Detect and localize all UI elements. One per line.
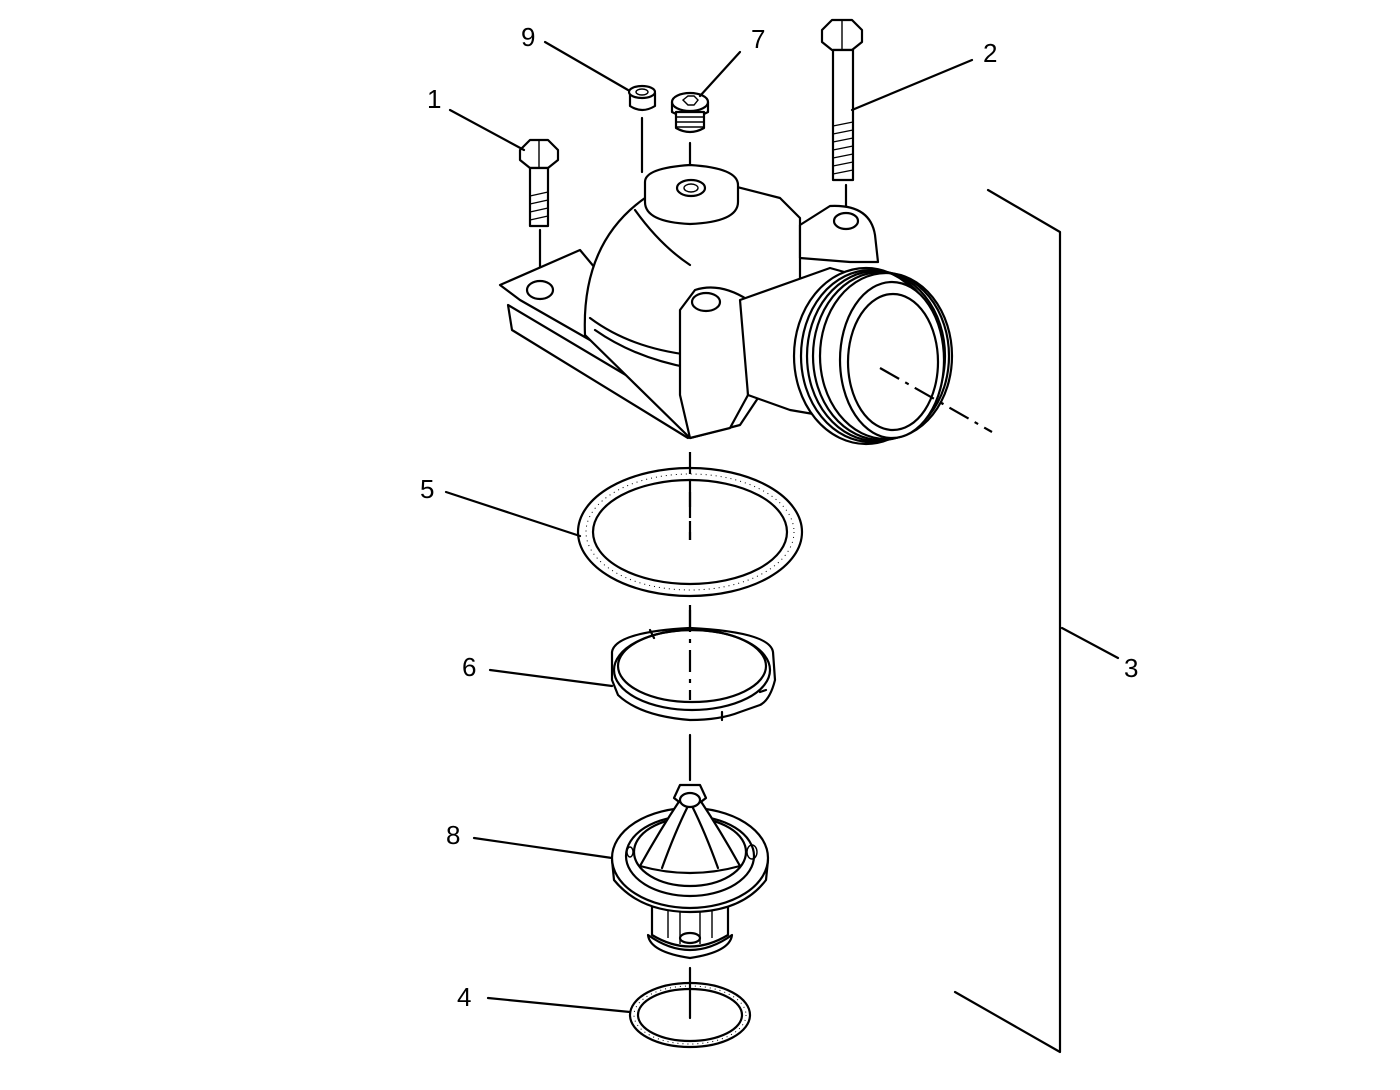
plug — [670, 91, 710, 134]
callout-9: 9 — [521, 22, 535, 52]
leader-lines — [444, 40, 1120, 1014]
assembly-bracket — [953, 188, 1062, 1054]
bolt-long — [820, 18, 864, 182]
callout-5: 5 — [420, 474, 434, 504]
sleeve — [627, 84, 657, 112]
callout-3: 3 — [1124, 653, 1138, 683]
thermostat — [610, 783, 770, 960]
callout-7: 7 — [751, 24, 765, 54]
callout-6: 6 — [462, 652, 476, 682]
seal — [610, 610, 777, 722]
callout-labels: 1 2 3 4 5 6 7 8 9 — [420, 22, 1138, 1012]
o-ring-seal — [628, 981, 752, 1049]
callout-2: 2 — [983, 38, 997, 68]
callout-8: 8 — [446, 820, 460, 850]
callout-4: 4 — [457, 982, 471, 1012]
gasket — [576, 466, 804, 598]
bolt-short — [518, 138, 560, 228]
thermostat-housing — [498, 163, 954, 446]
callout-1: 1 — [427, 84, 441, 114]
